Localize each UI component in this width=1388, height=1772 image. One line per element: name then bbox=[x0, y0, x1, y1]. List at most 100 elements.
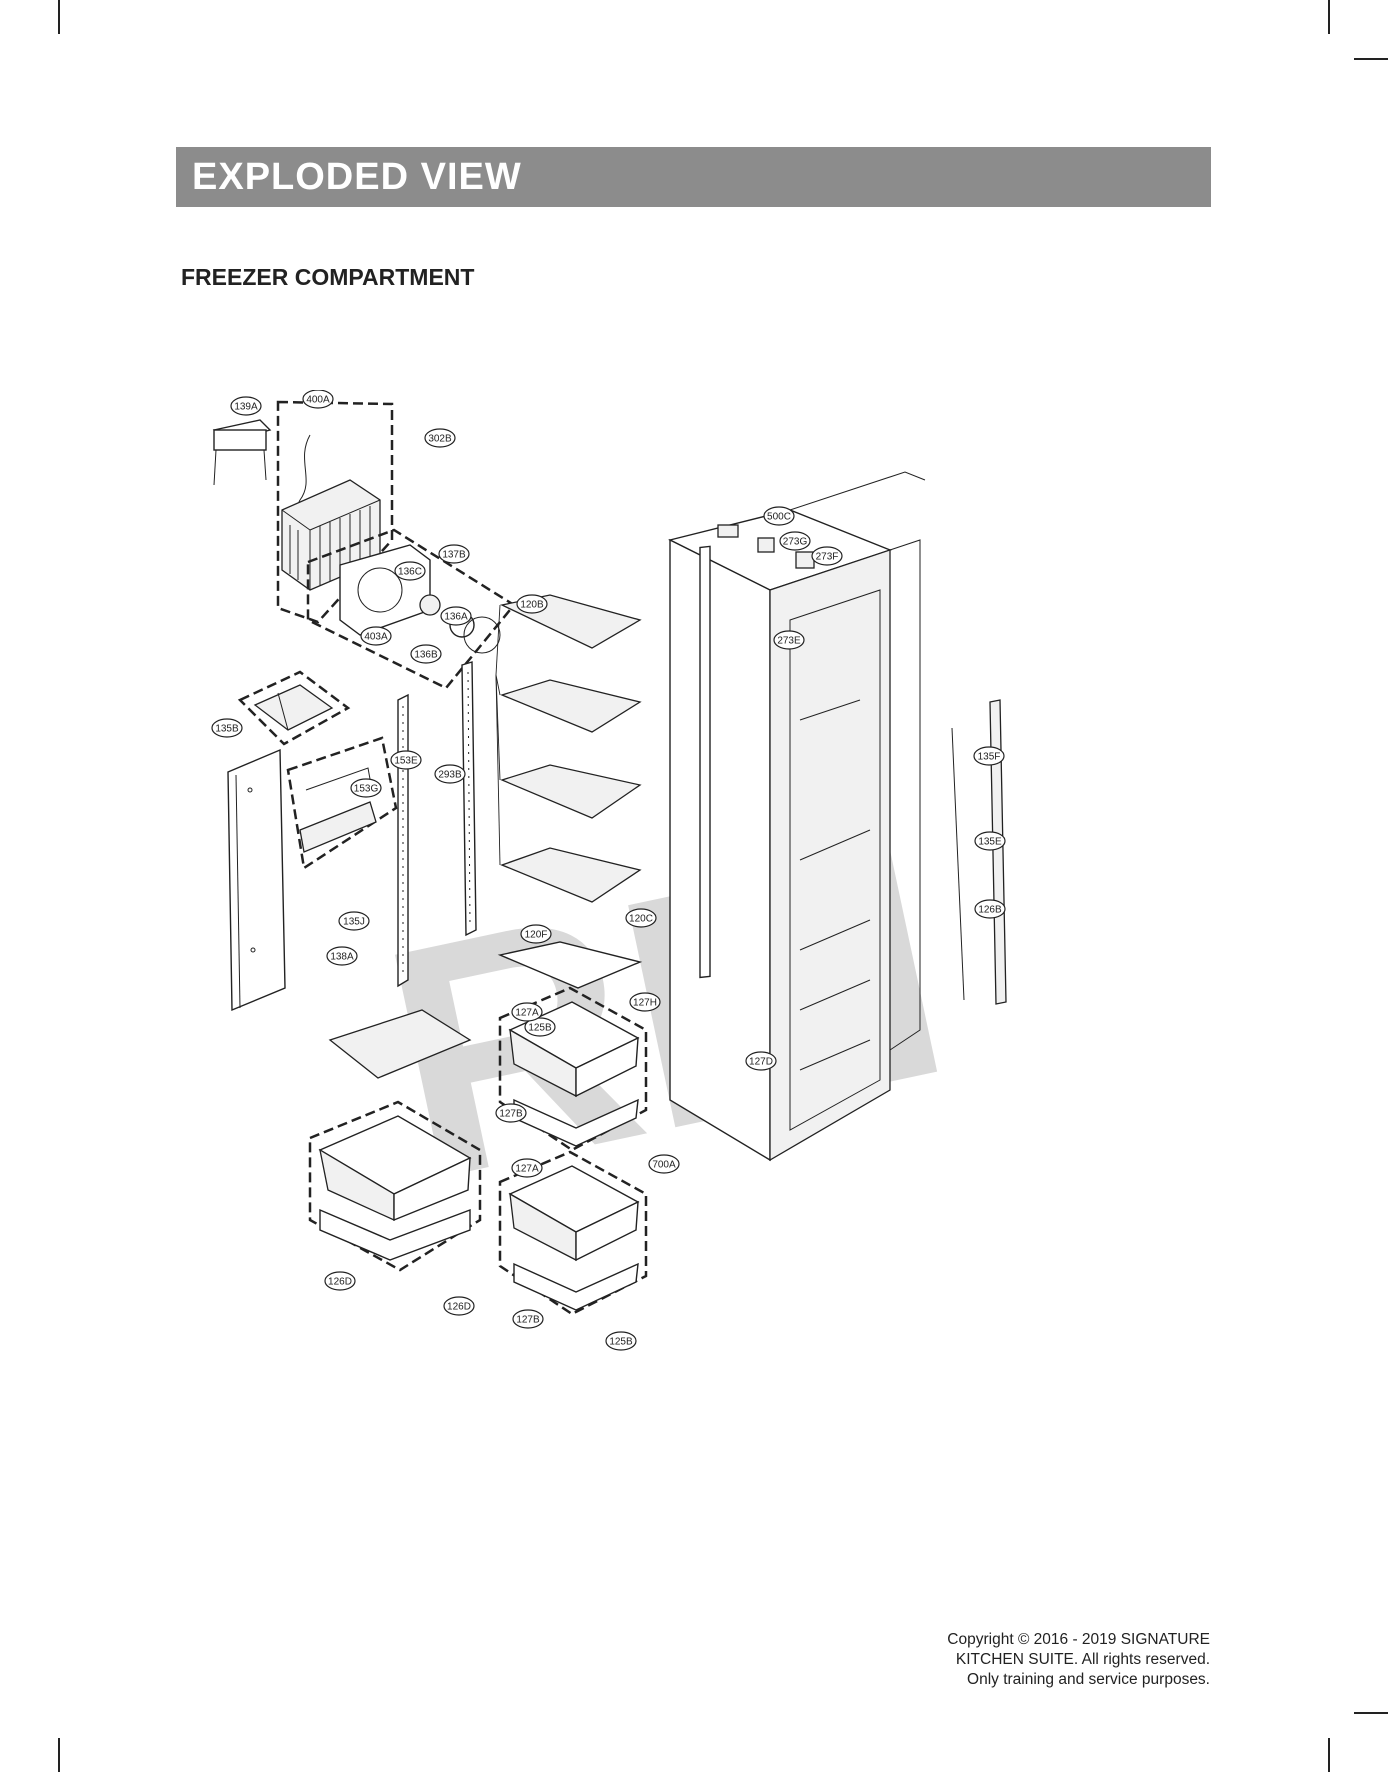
exploded-view-diagram: RPI bbox=[211, 390, 1007, 1351]
part-callout-label: 500C bbox=[767, 512, 791, 523]
copyright-line: Copyright © 2016 - 2019 SIGNATURE bbox=[947, 1631, 1210, 1648]
lower-drawer-part bbox=[508, 1165, 640, 1311]
part-callout-label: 126B bbox=[978, 905, 1002, 916]
part-callout-label: 136C bbox=[398, 567, 422, 578]
crop-mark bbox=[1328, 1738, 1330, 1772]
part-callout-label: 135E bbox=[978, 837, 1002, 848]
part-callout: 153G bbox=[350, 778, 382, 798]
crop-mark bbox=[1354, 1712, 1388, 1714]
part-callout-label: 700A bbox=[652, 1160, 676, 1171]
part-callout-label: 126D bbox=[328, 1277, 352, 1288]
part-callout: 135F bbox=[973, 746, 1005, 766]
part-callout-label: 293B bbox=[438, 770, 462, 781]
part-callout: 126D bbox=[324, 1271, 356, 1291]
part-callout: 120B bbox=[516, 594, 548, 614]
copyright-line: Only training and service purposes. bbox=[967, 1671, 1210, 1688]
part-callout: 120C bbox=[625, 908, 657, 928]
part-callout: 273G bbox=[779, 531, 811, 551]
part-callout-label: 120F bbox=[525, 930, 548, 941]
part-callout-label: 136B bbox=[414, 650, 438, 661]
part-callout-label: 137B bbox=[442, 550, 466, 561]
part-callout: 127A bbox=[511, 1158, 543, 1178]
part-callout: 127B bbox=[495, 1103, 527, 1123]
part-callout: 136B bbox=[410, 644, 442, 664]
gasket-part bbox=[989, 699, 1007, 1005]
page-title: EXPLODED VIEW bbox=[176, 147, 1211, 207]
part-callout-label: 400A bbox=[306, 395, 330, 406]
part-callout-label: 135J bbox=[343, 917, 365, 928]
part-callout-label: 127B bbox=[516, 1315, 540, 1326]
part-callout: 137B bbox=[438, 544, 470, 564]
fan-group-outline bbox=[306, 528, 516, 690]
duct-part bbox=[299, 801, 377, 853]
part-callout: 500C bbox=[763, 506, 795, 526]
part-callout-label: 120B bbox=[520, 600, 544, 611]
part-callout-label: 125B bbox=[528, 1023, 552, 1034]
crop-mark bbox=[1328, 0, 1330, 34]
cabinet-part bbox=[667, 471, 926, 1162]
part-callout: 700A bbox=[648, 1154, 680, 1174]
part-callout-label: 125B bbox=[609, 1337, 633, 1348]
part-callout-label: 120C bbox=[629, 914, 653, 925]
trim-part bbox=[951, 727, 965, 1001]
part-callout: 135E bbox=[974, 831, 1006, 851]
part-callout: 302B bbox=[424, 428, 456, 448]
cover-part bbox=[253, 684, 334, 731]
part-callout: 135B bbox=[211, 718, 243, 738]
part-callout: 136A bbox=[440, 606, 472, 626]
crop-mark bbox=[1354, 58, 1388, 60]
part-callout: 135J bbox=[338, 911, 370, 931]
part-callout: 120F bbox=[520, 924, 552, 944]
part-callout-label: 273G bbox=[783, 537, 808, 548]
section-subtitle: FREEZER COMPARTMENT bbox=[181, 264, 475, 290]
part-callout-label: 127A bbox=[515, 1164, 539, 1175]
part-callout: 139A bbox=[230, 396, 262, 416]
back-panel-part bbox=[227, 748, 286, 1012]
part-callout-label: 127A bbox=[515, 1008, 539, 1019]
part-callout: 126D bbox=[443, 1296, 475, 1316]
part-callout-label: 403A bbox=[364, 632, 388, 643]
part-callout-label: 153E bbox=[394, 756, 418, 767]
part-callout: 127H bbox=[629, 992, 661, 1012]
part-callout: 273E bbox=[773, 630, 805, 650]
part-callout: 273F bbox=[811, 546, 843, 566]
part-callout: 125B bbox=[524, 1017, 556, 1037]
copyright-line: KITCHEN SUITE. All rights reserved. bbox=[955, 1651, 1210, 1668]
cover-group-outline bbox=[237, 670, 351, 746]
part-callout-label: 138A bbox=[330, 952, 354, 963]
lower-drawer-group-outline bbox=[498, 1150, 648, 1316]
part-callout: 127D bbox=[745, 1051, 777, 1071]
part-callout-label: 127B bbox=[499, 1109, 523, 1120]
crop-mark bbox=[58, 0, 60, 34]
large-drawer-group-outline bbox=[308, 1100, 482, 1272]
part-callout-label: 135F bbox=[978, 752, 1001, 763]
part-callout-label: 302B bbox=[428, 434, 452, 445]
shelf-part bbox=[497, 594, 643, 989]
part-callout-label: 127D bbox=[749, 1057, 773, 1068]
part-callout: 127A bbox=[511, 1002, 543, 1022]
part-callout-label: 127H bbox=[633, 998, 657, 1009]
large-drawer-part bbox=[318, 1115, 472, 1261]
part-callout: 138A bbox=[326, 946, 358, 966]
part-callout: 403A bbox=[360, 626, 392, 646]
part-callout: 126B bbox=[974, 899, 1006, 919]
part-callout: 127B bbox=[512, 1309, 544, 1329]
part-callout: 153E bbox=[390, 750, 422, 770]
crop-mark bbox=[58, 1738, 60, 1772]
part-callout-label: 273E bbox=[777, 636, 801, 647]
part-callout-label: 126D bbox=[447, 1302, 471, 1313]
copyright-notice: Copyright © 2016 - 2019 SIGNATURE KITCHE… bbox=[870, 1630, 1210, 1690]
part-callout-label: 153G bbox=[354, 784, 379, 795]
part-callout-label: 135B bbox=[215, 724, 239, 735]
part-callout: 400A bbox=[302, 390, 334, 409]
bracket-part bbox=[212, 419, 272, 486]
part-callout: 136C bbox=[394, 561, 426, 581]
part-callout: 293B bbox=[434, 764, 466, 784]
duct-group-outline bbox=[286, 736, 398, 871]
part-callout-label: 273F bbox=[816, 552, 839, 563]
rail-part bbox=[461, 661, 477, 937]
part-callout-label: 139A bbox=[234, 402, 258, 413]
part-callout-label: 136A bbox=[444, 612, 468, 623]
part-callout: 125B bbox=[605, 1331, 637, 1351]
upper-drawer-group-outline bbox=[498, 986, 648, 1152]
